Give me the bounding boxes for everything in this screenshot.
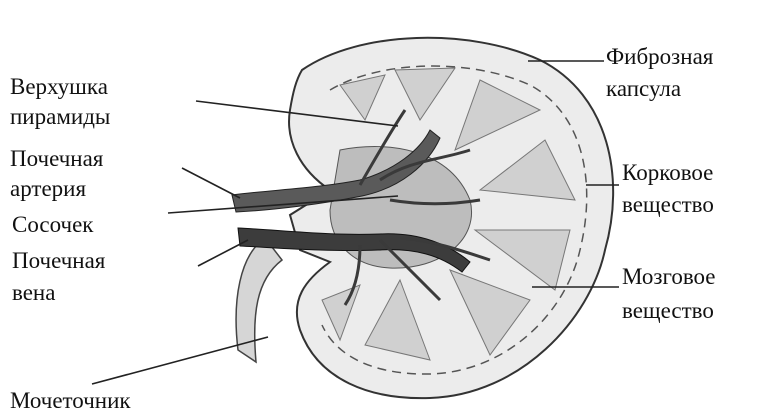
- label-capsule-line2: капсула: [606, 76, 681, 102]
- label-apex-line1: Верхушка: [10, 74, 108, 100]
- label-cortex-line2: вещество: [622, 192, 714, 218]
- label-artery-line2: артерия: [10, 176, 86, 202]
- label-medulla-line2: вещество: [622, 298, 714, 324]
- label-vein-line2: вена: [12, 280, 55, 306]
- label-medulla-line1: Мозговое: [622, 264, 716, 290]
- label-papilla: Сосочек: [12, 212, 93, 238]
- label-cortex-line1: Корковое: [622, 160, 713, 186]
- label-artery-line1: Почечная: [10, 146, 103, 172]
- label-capsule-line1: Фиброзная: [606, 44, 713, 70]
- label-apex-line2: пирамиды: [10, 104, 110, 130]
- leader-vein: [198, 240, 248, 266]
- label-ureter: Мочеточник: [10, 388, 131, 414]
- leader-artery: [182, 168, 240, 198]
- label-vein-line1: Почечная: [12, 248, 105, 274]
- leader-ureter: [92, 337, 268, 384]
